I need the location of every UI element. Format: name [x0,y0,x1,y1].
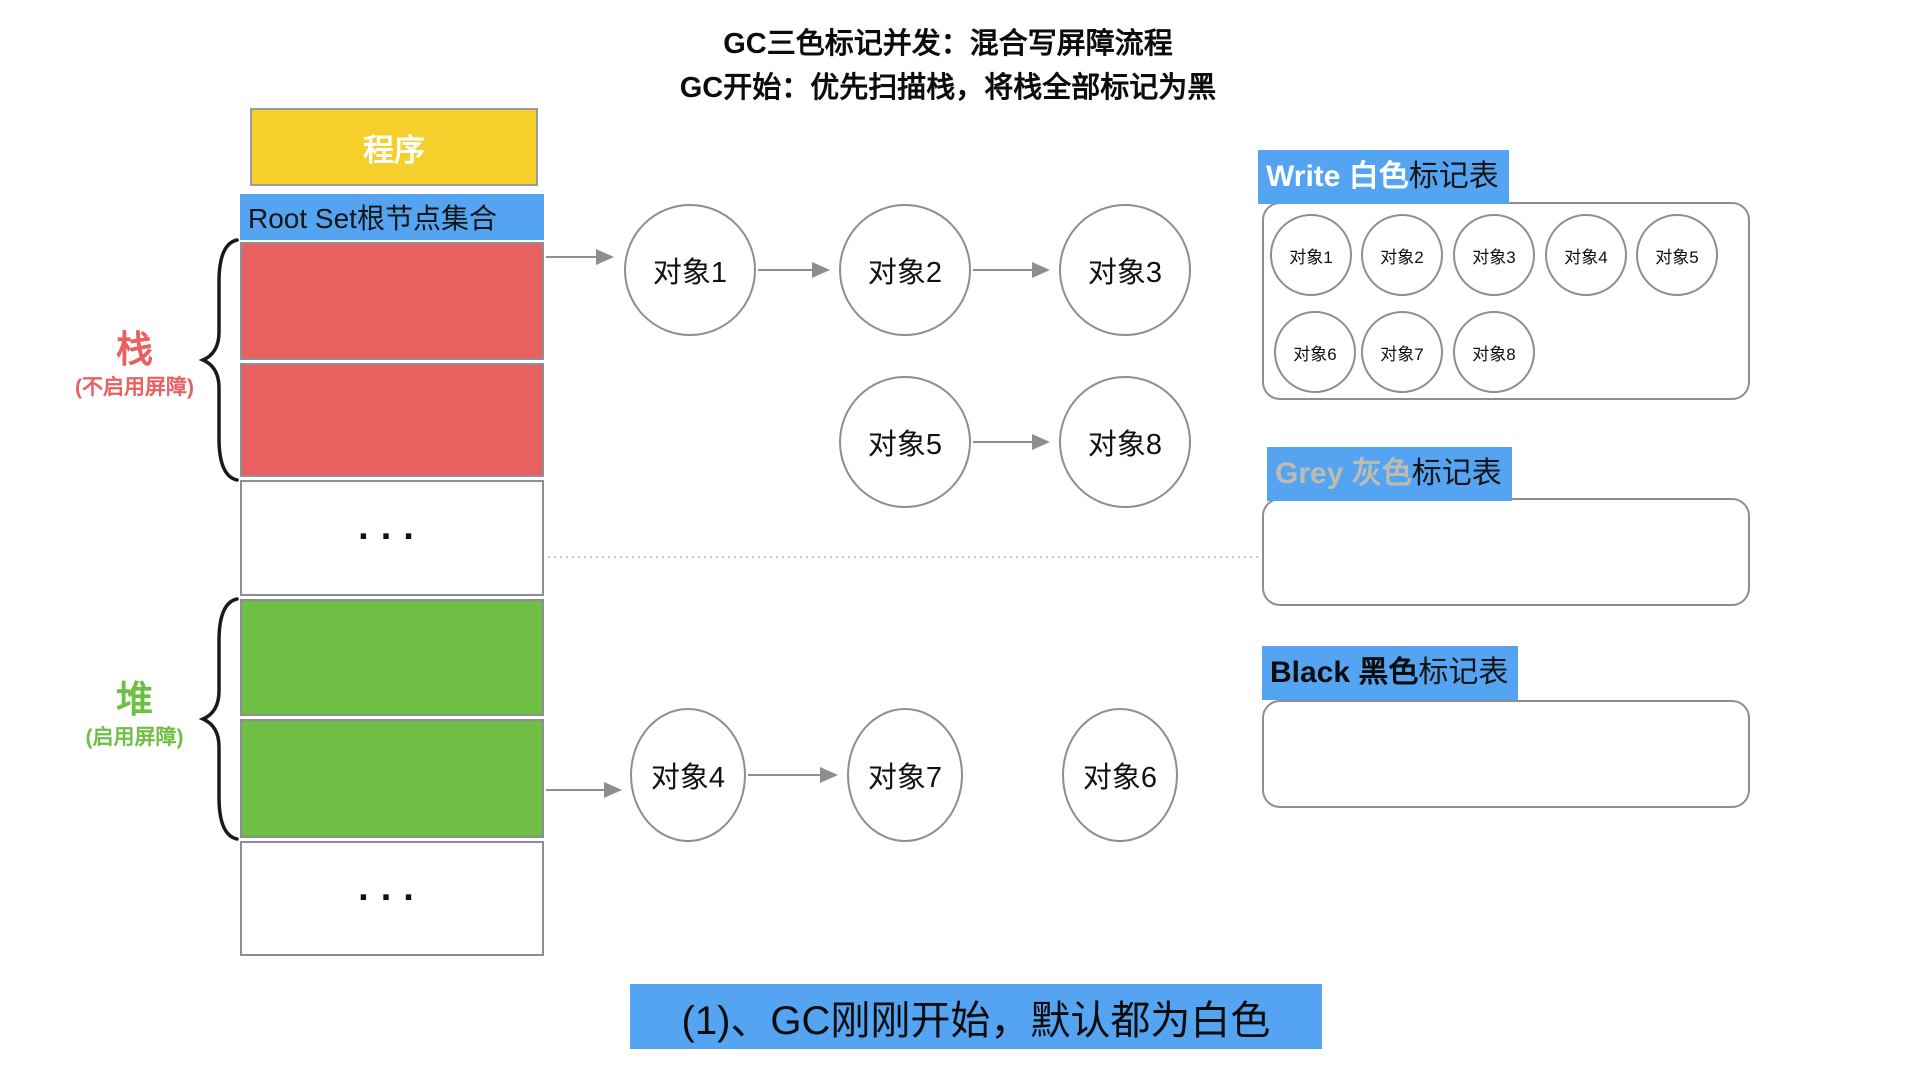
stack-note: (不启用屏障) [75,376,194,399]
white-table-object-4: 对象4 [1545,214,1627,296]
heap-slot-2 [240,719,544,838]
object-node-6: 对象6 [1062,708,1178,842]
stack-label: 栈 [116,329,153,370]
white-table-title-highlight: Write 白色 [1266,160,1409,193]
object-node-1: 对象1 [624,204,756,336]
black-table-title-highlight: Black 黑色 [1270,656,1419,689]
black-table-box [1262,700,1750,808]
grey-table-box [1262,498,1750,606]
page-title: GC三色标记并发：混合写屏障流程 GC开始：优先扫描栈，将栈全部标记为黑 [448,22,1448,110]
object-node-4: 对象4 [630,708,746,842]
program-block: 程序 [250,108,538,186]
black-table-title-rest: 标记表 [1418,656,1509,689]
heap-ellipsis-dots: ... [358,867,426,909]
heap-note: (启用屏障) [85,726,184,749]
heap-ellipsis-block [240,841,544,956]
object-node-8: 对象8 [1059,376,1191,508]
white-table-title-rest: 标记表 [1408,160,1499,193]
stack-slot-2 [240,363,544,477]
grey-table-title-rest: 标记表 [1411,457,1502,490]
grey-table-title-highlight: Grey 灰色 [1275,457,1412,490]
heap-side-label: 堆 (启用屏障) [52,680,217,751]
stack-ellipsis-block [240,480,544,596]
object-node-2: 对象2 [839,204,971,336]
stack-ellipsis-dots: ... [358,506,426,548]
stack-brace [198,238,239,482]
white-table-header: Write 白色标记表 [1258,150,1509,204]
grey-table-header: Grey 灰色标记表 [1267,447,1512,501]
black-table-header: Black 黑色标记表 [1262,646,1519,700]
white-table-object-5: 对象5 [1636,214,1718,296]
object-node-5: 对象5 [839,376,971,508]
white-table-object-1: 对象1 [1270,214,1352,296]
stack-side-label: 栈 (不启用屏障) [52,330,217,401]
caption-banner: (1)、GC刚刚开始，默认都为白色 [630,984,1322,1049]
heap-slot-1 [240,599,544,716]
heap-brace [198,597,239,841]
title-line-2: GC开始：优先扫描栈，将栈全部标记为黑 [679,72,1217,104]
object-node-3: 对象3 [1059,204,1191,336]
white-table-object-8: 对象8 [1453,311,1535,393]
object-node-7: 对象7 [847,708,963,842]
stack-slot-1 [240,242,544,360]
white-table-object-3: 对象3 [1453,214,1535,296]
root-set-block: Root Set根节点集合 [240,194,544,240]
title-line-1: GC三色标记并发：混合写屏障流程 [723,28,1173,60]
white-table-object-2: 对象2 [1361,214,1443,296]
heap-label: 堆 [116,679,153,720]
white-table-object-6: 对象6 [1274,311,1356,393]
white-table-object-7: 对象7 [1361,311,1443,393]
